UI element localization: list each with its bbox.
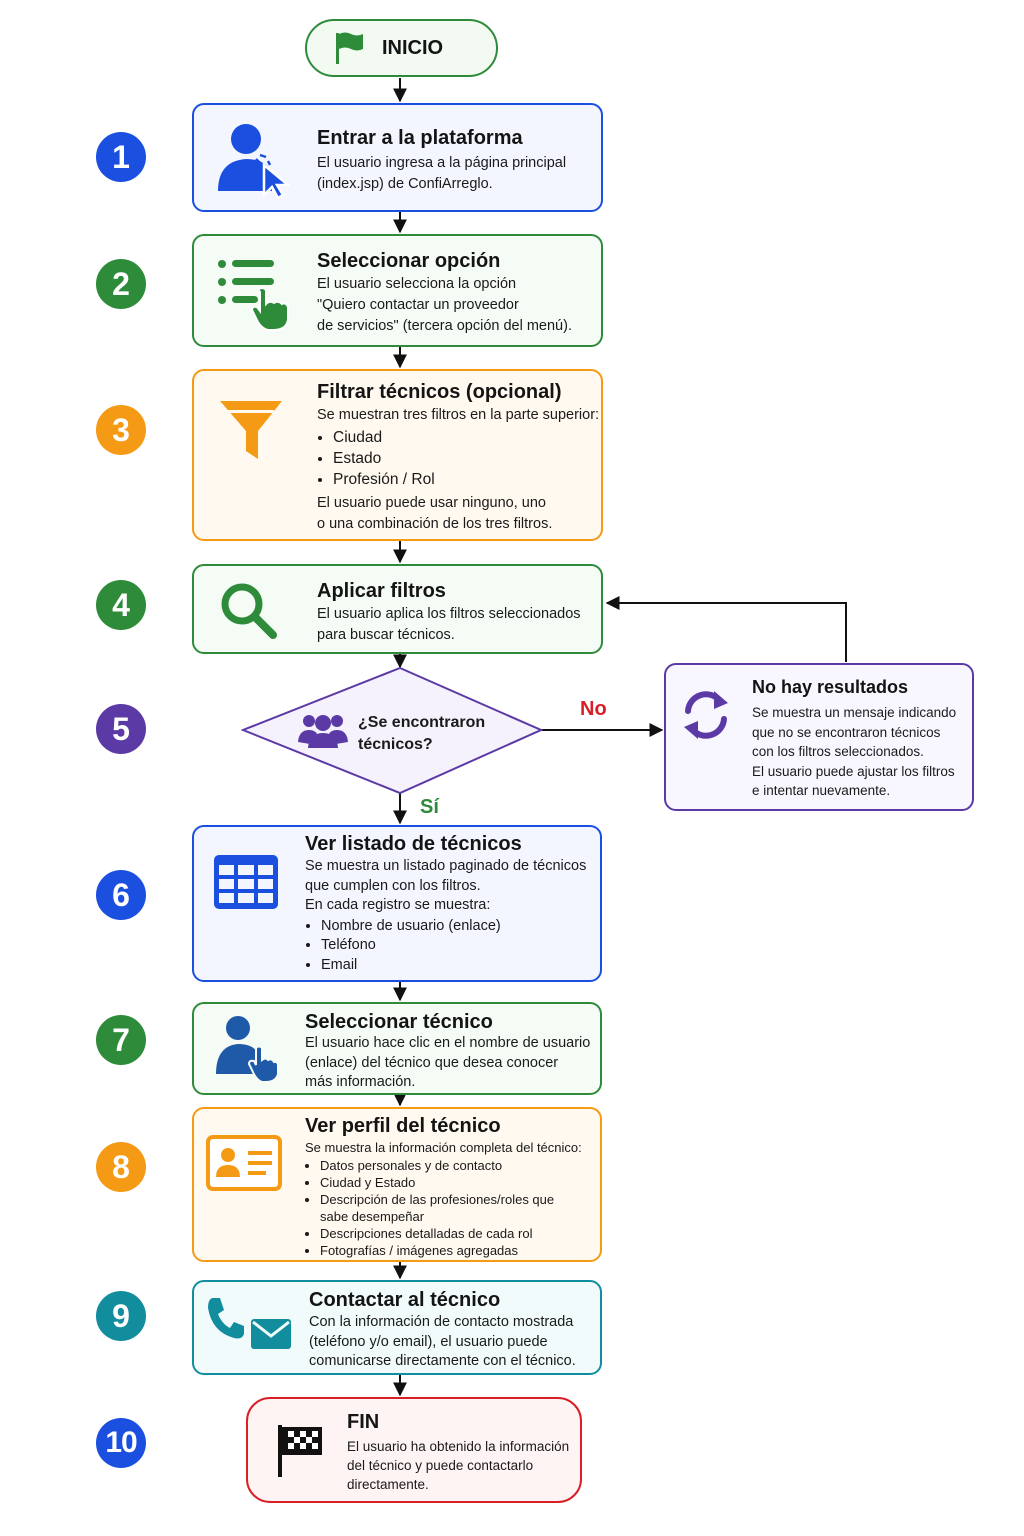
step-number-1: 1 xyxy=(96,132,146,182)
user-click-icon xyxy=(218,124,292,199)
decision-question: ¿Se encontraron técnicos? xyxy=(358,714,486,753)
step-3-box: Filtrar técnicos (opcional) Se muestran … xyxy=(192,369,603,541)
email-icon xyxy=(251,1319,291,1349)
no-results-desc: Se muestra un mensaje indicando que no s… xyxy=(752,705,957,799)
step-7-title: Seleccionar técnico xyxy=(305,1011,493,1033)
end-desc: El usuario ha obtenido la información de… xyxy=(347,1439,570,1492)
start-label: INICIO xyxy=(382,37,444,59)
phone-icon xyxy=(208,1298,244,1339)
step-4-title: Aplicar filtros xyxy=(317,580,446,602)
list-item: Datos personales y de contacto xyxy=(320,1157,600,1174)
user-tap-icon xyxy=(216,1016,279,1083)
step-number-3: 3 xyxy=(96,405,146,455)
list-item: Teléfono xyxy=(321,936,586,956)
step-2-title: Seleccionar opción xyxy=(317,250,501,272)
step-number-5: 5 xyxy=(96,704,146,754)
no-branch-label: No xyxy=(580,698,607,720)
list-item: Nombre de usuario (enlace) xyxy=(321,917,586,937)
start-node: INICIO xyxy=(305,19,498,77)
step-number-6: 6 xyxy=(96,870,146,920)
step-9-title: Contactar al técnico xyxy=(309,1289,501,1311)
step-4-box: Aplicar filtros El usuario aplica los fi… xyxy=(192,564,603,654)
flag-icon xyxy=(336,32,363,64)
list-item: Descripciones detalladas de cada rol xyxy=(320,1225,600,1242)
step-3-desc: Se muestran tres filtros en la parte sup… xyxy=(317,405,599,535)
step-number-10: 10 xyxy=(96,1418,146,1468)
step-7-box: Seleccionar técnico El usuario hace clic… xyxy=(192,1002,602,1095)
step-7-desc: El usuario hace clic en el nombre de usu… xyxy=(305,1035,591,1091)
step-4-desc: El usuario aplica los filtros selecciona… xyxy=(317,606,581,643)
step-1-desc: El usuario ingresa a la página principal… xyxy=(317,155,567,192)
step-6-box: Ver listado de técnicos Se muestra un li… xyxy=(192,825,602,982)
step-9-box: Contactar al técnico Con la información … xyxy=(192,1280,602,1375)
step-number-9: 9 xyxy=(96,1291,146,1341)
users-group-icon xyxy=(298,715,348,748)
filter-item: Ciudad xyxy=(333,427,599,448)
step-1-title: Entrar a la plataforma xyxy=(317,127,523,149)
step-number-4: 4 xyxy=(96,580,146,630)
refresh-icon xyxy=(684,691,728,739)
list-item: Ciudad y Estado xyxy=(320,1174,600,1191)
step-8-title: Ver perfil del técnico xyxy=(305,1115,501,1137)
arrow-retry-loop xyxy=(605,596,847,662)
no-results-box: No hay resultados Se muestra un mensaje … xyxy=(664,663,974,811)
step-2-box: Seleccionar opción El usuario selecciona… xyxy=(192,234,603,347)
menu-list-tap-icon xyxy=(218,260,289,331)
checkered-flag-icon xyxy=(278,1425,322,1477)
step-6-title: Ver listado de técnicos xyxy=(305,833,522,855)
yes-branch-label: Sí xyxy=(420,796,439,818)
decision-diamond xyxy=(241,667,543,795)
step-number-8: 8 xyxy=(96,1142,146,1192)
funnel-icon xyxy=(220,401,282,459)
list-item: Fotografías / imágenes agregadas xyxy=(320,1242,600,1259)
step-8-box: Ver perfil del técnico Se muestra la inf… xyxy=(192,1107,602,1262)
step-number-2: 2 xyxy=(96,259,146,309)
step-2-desc: El usuario selecciona la opción "Quiero … xyxy=(317,276,572,334)
no-results-title: No hay resultados xyxy=(752,677,909,697)
step-number-7: 7 xyxy=(96,1015,146,1065)
id-card-icon xyxy=(206,1135,282,1191)
step-9-desc: Con la información de contacto mostrada … xyxy=(309,1314,576,1370)
step-6-desc: Se muestra un listado paginado de técnic… xyxy=(305,857,586,978)
end-node: FIN El usuario ha obtenido la informació… xyxy=(246,1397,582,1503)
list-item: Email xyxy=(321,956,586,976)
list-item: Descripción de las profesiones/roles que… xyxy=(320,1191,560,1225)
end-title: FIN xyxy=(347,1411,380,1433)
step-8-desc: Se muestra la información completa del t… xyxy=(305,1139,600,1259)
search-icon xyxy=(221,583,277,639)
step-1-box: Entrar a la plataforma El usuario ingres… xyxy=(192,103,603,212)
filter-item: Profesión / Rol xyxy=(333,469,599,490)
step-3-title: Filtrar técnicos (opcional) xyxy=(317,381,562,403)
table-grid-icon xyxy=(214,855,278,909)
filter-item: Estado xyxy=(333,448,599,469)
